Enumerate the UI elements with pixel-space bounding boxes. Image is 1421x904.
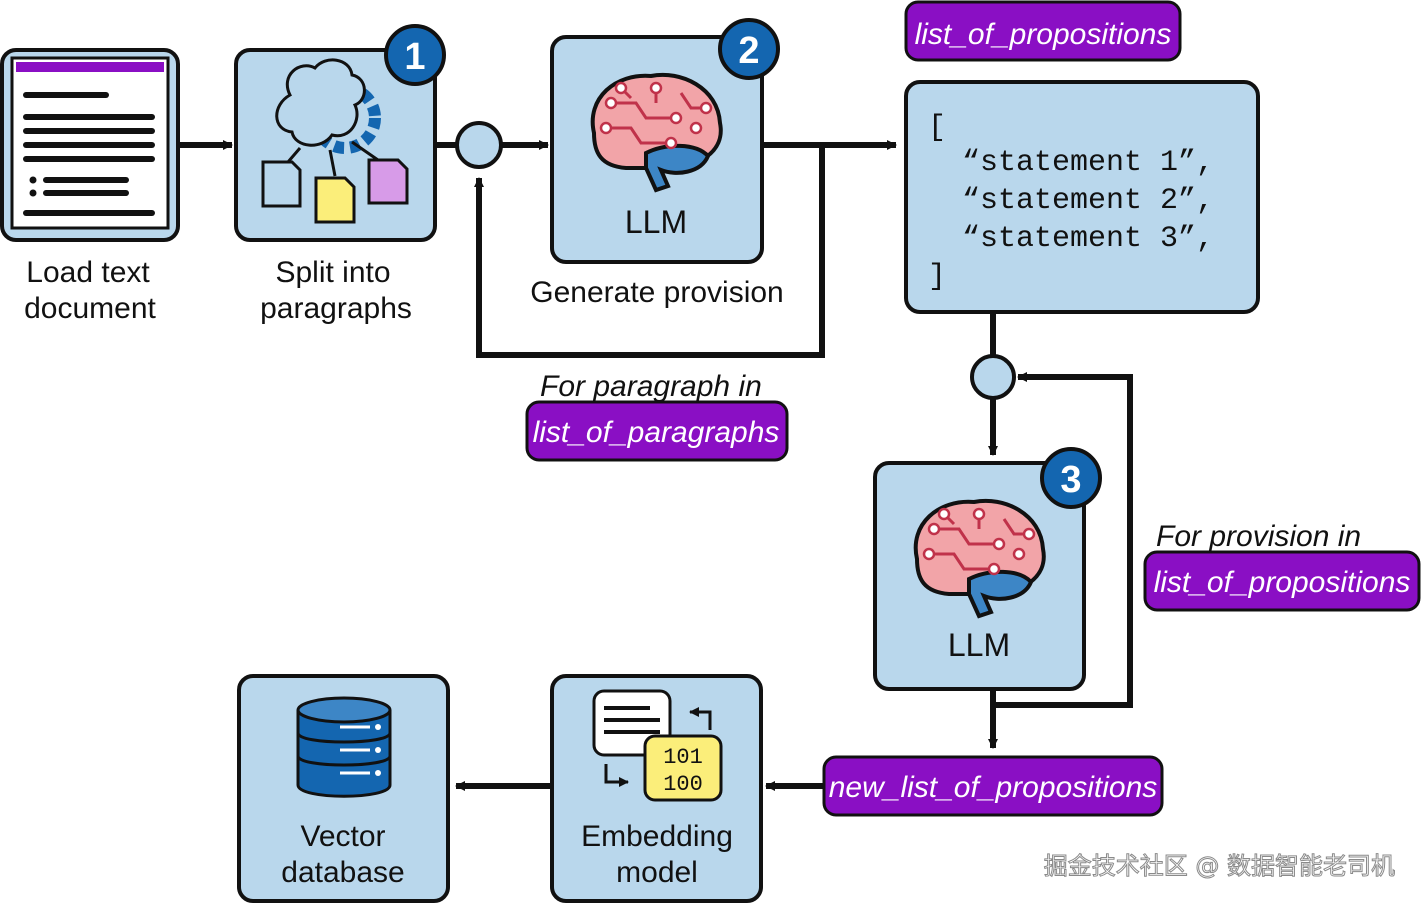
embedding-label-line1: Embedding [581,820,733,853]
junction-node-top [455,121,503,169]
load-label-line1: Load text [26,256,150,289]
split-step: 1 Split into paragraphs [234,24,446,325]
tag-new-list-of-propositions-text: new_list_of_propositions [829,771,1158,804]
provision-loop-arrow [993,372,1133,708]
tag-list-of-propositions-top-text: list_of_propositions [915,18,1172,51]
tag-list-of-propositions-side [1143,550,1421,612]
statement-2: “statement 2”, [962,184,1214,218]
tag-list-of-propositions-side-text: list_of_propositions [1154,566,1411,599]
tag-list-of-propositions-top [904,0,1182,62]
generate-step: LLM 2 Generate provision [530,18,784,309]
split-label-line1: Split into [275,256,390,289]
junction-node-right [970,354,1016,400]
vector-step: Vector database [237,674,450,903]
llm-label-3: LLM [948,627,1010,663]
badge-2-text: 2 [738,30,759,72]
document-icon [10,56,170,230]
provision-loop-label: For provision in list_of_propositions [1143,520,1421,612]
bits-line2: 100 [663,772,703,797]
provision-loop-text: For provision in [1156,520,1361,553]
bits-line1: 101 [663,745,703,770]
page-blue-icon [261,160,302,208]
propositions-box [904,80,1260,314]
badge-1 [384,24,446,86]
connectors [178,140,1133,791]
embedding-label-line2: model [616,856,698,889]
page-purple-icon [367,158,409,205]
generate-caption: Generate provision [530,276,783,309]
paragraph-loop-arrow [474,145,825,358]
tag-list-of-paragraphs [525,400,789,462]
split-label-line2: paragraphs [260,292,412,325]
close-bracket: ] [928,260,946,294]
badge-3 [1040,447,1102,509]
page-yellow-icon [314,176,356,224]
embedding-icon: 101 100 [592,689,723,802]
split-icon [261,58,409,224]
badge-3-text: 3 [1060,459,1081,501]
database-icon [296,696,392,798]
load-document-step: Load text document [0,48,180,325]
llm3-step: LLM 3 [873,447,1102,691]
vector-label-line1: Vector [300,820,385,853]
load-label-line2: document [24,292,156,325]
badge-1-text: 1 [404,36,425,78]
vector-label-line2: database [281,856,404,889]
paragraph-loop-text: For paragraph in [540,370,762,403]
paragraph-loop-label: For paragraph in list_of_paragraphs [525,370,789,462]
watermark-text: 掘金技术社区 @ 数据智能老司机 [1044,852,1395,880]
llm-label-1: LLM [625,204,687,240]
embedding-step: 101 100 Embedding model [550,674,763,903]
tag-new-list-of-propositions [822,755,1164,817]
tag-list-of-paragraphs-text: list_of_paragraphs [533,416,780,449]
statement-1: “statement 1”, [962,146,1214,180]
open-bracket: [ [928,111,946,145]
badge-2 [718,18,780,80]
statement-3: “statement 3”, [962,222,1214,256]
propositions-output: list_of_propositions [ “statement 1”, “s… [904,0,1260,314]
